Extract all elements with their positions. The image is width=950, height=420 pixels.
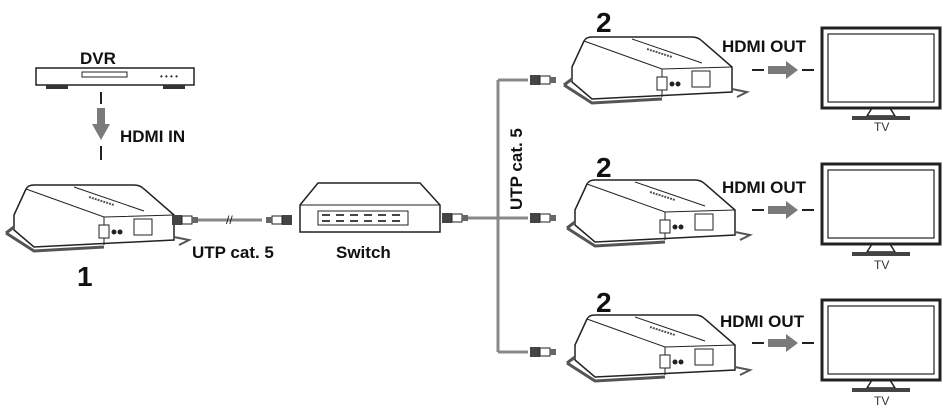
hdmi-in-arrow-icon <box>92 92 110 160</box>
receiver-3: 2 HDMI OUT TV <box>565 287 942 408</box>
dvr-device: • • • • <box>35 67 195 89</box>
receiver-number: 2 <box>596 7 612 38</box>
hdmi-out-label: HDMI OUT <box>720 312 805 331</box>
tv-icon <box>820 298 942 394</box>
transmitter-device <box>4 183 191 253</box>
tv-icon <box>820 162 942 258</box>
hdmi-out-arrow-icon <box>751 333 815 353</box>
utp-cable-label: UTP cat. 5 <box>192 243 274 262</box>
utp-trunk-label: UTP cat. 5 <box>507 128 526 210</box>
receiver-2: 2 HDMI OUT TV <box>565 152 942 272</box>
tv-icon <box>820 26 942 122</box>
svg-text:• • • •: • • • • <box>160 72 178 81</box>
receiver-1: 2 HDMI OUT TV <box>562 7 942 134</box>
receiver-device <box>562 35 749 105</box>
receiver-number: 2 <box>596 152 612 183</box>
utp-cable: // <box>171 213 293 227</box>
tv-label: TV <box>874 120 889 134</box>
transmitter-number: 1 <box>77 261 93 292</box>
tv-label: TV <box>874 394 889 408</box>
hdmi-out-arrow-icon <box>751 60 815 80</box>
hdmi-out-arrow-icon <box>751 200 815 220</box>
switch-device <box>299 182 441 233</box>
utp-trunk-cable <box>441 74 557 358</box>
dvr-label: DVR <box>80 49 116 68</box>
tv-label: TV <box>874 258 889 272</box>
switch-label: Switch <box>336 243 391 262</box>
hdmi-out-label: HDMI OUT <box>722 37 807 56</box>
svg-text://: // <box>226 213 233 227</box>
hdmi-out-label: HDMI OUT <box>722 178 807 197</box>
receiver-number: 2 <box>596 287 612 318</box>
hdmi-in-label: HDMI IN <box>120 127 185 146</box>
